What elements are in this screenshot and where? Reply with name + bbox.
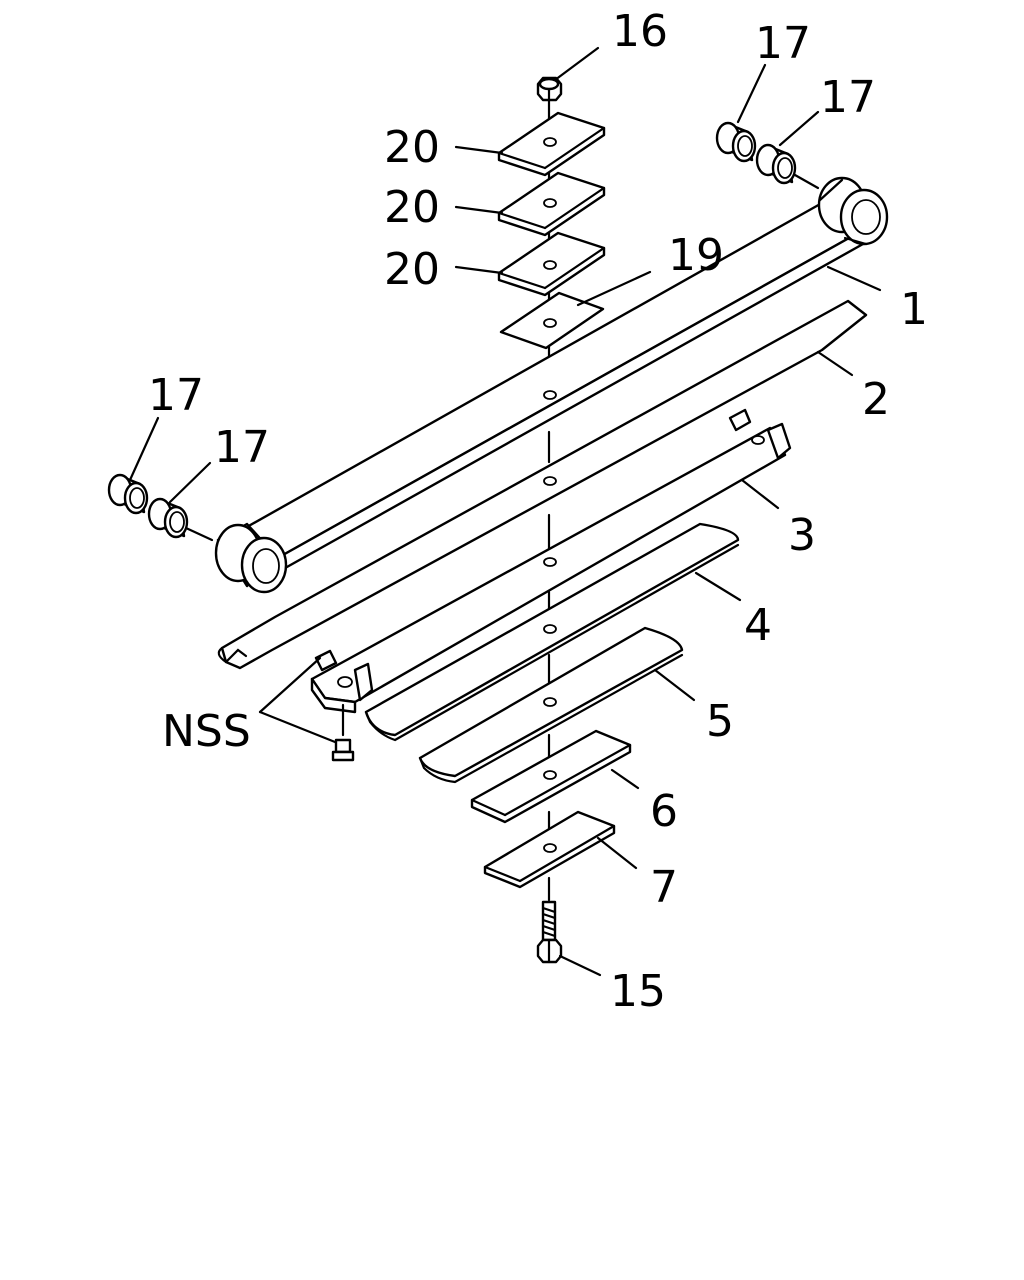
shim-plate-part-20-bottom (497, 231, 606, 297)
plate-part-19 (499, 291, 605, 350)
callout-2: 2 (862, 374, 890, 425)
leaf-part-5 (418, 626, 684, 784)
callout-7: 7 (650, 862, 678, 913)
callout-17-upper-right-b: 17 (820, 72, 876, 123)
callout-1: 1 (900, 284, 928, 335)
nut-part-16 (536, 76, 563, 102)
center-bolt-part-15 (536, 900, 563, 964)
bushing-part-17-upper-right-a (715, 121, 757, 163)
callout-6: 6 (650, 786, 678, 837)
nss-bolt (331, 703, 355, 762)
leaf-part-4 (364, 522, 740, 742)
callout-20-bottom: 20 (384, 244, 440, 295)
callout-15: 15 (610, 966, 666, 1017)
callout-17-lower-left-b: 17 (214, 422, 270, 473)
leaf-part-6 (470, 729, 632, 824)
main-leaf-part-1 (214, 176, 889, 594)
shim-plate-part-20-top (497, 111, 606, 177)
callout-labels: 16 20 20 20 19 1 2 3 4 5 6 7 15 17 17 17… (148, 6, 928, 1017)
callout-4: 4 (744, 600, 772, 651)
rebound-leaf-part-3 (310, 408, 792, 714)
callout-20-middle: 20 (384, 182, 440, 233)
callout-17-lower-left-a: 17 (148, 370, 204, 421)
bushing-part-17-upper-right-b (755, 143, 820, 190)
bushing-part-17-lower-left-b (147, 497, 214, 542)
leaf-part-7 (483, 810, 616, 889)
callout-3: 3 (788, 510, 816, 561)
callout-19: 19 (668, 230, 724, 281)
second-leaf-part-2 (217, 299, 868, 670)
callout-20-top: 20 (384, 122, 440, 173)
callout-nss: NSS (162, 706, 251, 757)
callout-17-upper-right-a: 17 (755, 18, 811, 69)
callout-5: 5 (706, 696, 734, 747)
callout-16: 16 (612, 6, 668, 57)
leader-lines (128, 46, 882, 977)
bushing-part-17-lower-left-a (107, 473, 149, 515)
shim-plate-part-20-middle (497, 171, 606, 237)
